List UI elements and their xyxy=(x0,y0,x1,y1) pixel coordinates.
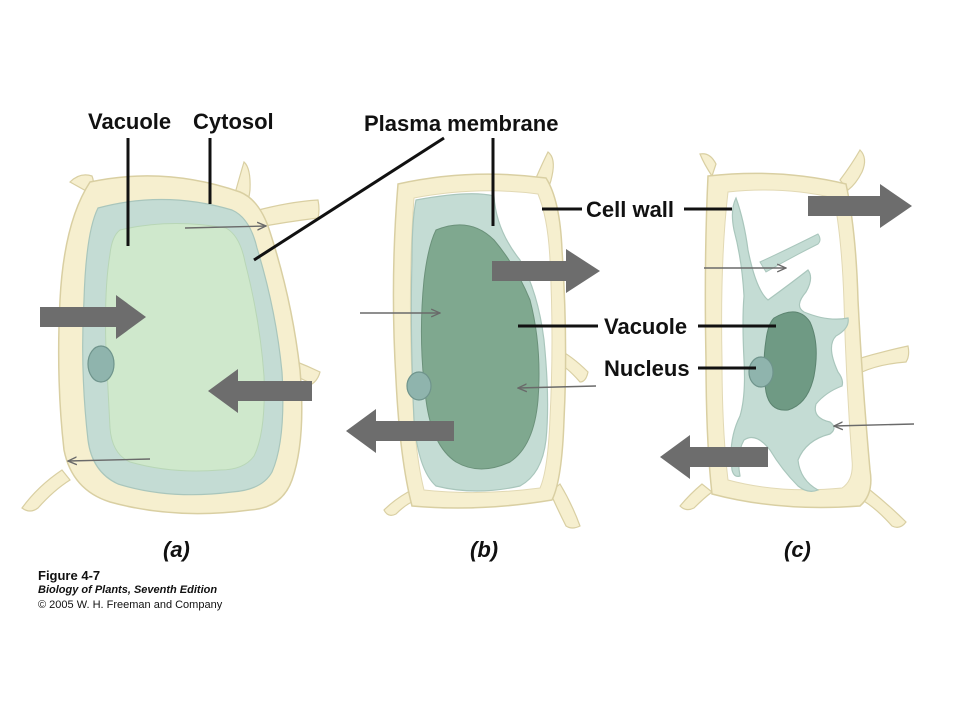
label-cell-wall: Cell wall xyxy=(586,197,674,222)
figure-copyright: © 2005 W. H. Freeman and Company xyxy=(38,599,223,611)
cell-wall-extension xyxy=(383,491,418,516)
thin-arrow-c-out xyxy=(834,424,915,426)
cell-wall-extension xyxy=(853,345,910,373)
label-plasma-membrane: Plasma membrane xyxy=(364,111,558,136)
cell-b xyxy=(346,151,600,529)
nucleus-b xyxy=(406,371,432,401)
water-arrow-out-b-left xyxy=(346,409,454,453)
thin-arrow-b-out xyxy=(518,386,597,388)
label-vacuole-c: Vacuole xyxy=(604,314,687,339)
cell-a xyxy=(21,160,321,515)
nucleus-c xyxy=(748,356,774,388)
thin-arrow-a-top xyxy=(184,226,266,228)
cell-wall-extension xyxy=(861,489,907,528)
water-arrow-in-a xyxy=(40,295,146,339)
leader-line-plasma-membrane-a xyxy=(253,136,445,262)
water-arrow-out-c-right xyxy=(808,184,912,228)
cell-wall-extension xyxy=(679,483,713,511)
panel-label-a: (a) xyxy=(163,537,190,562)
cell-wall-extension xyxy=(699,153,717,178)
water-arrow-out-a xyxy=(208,369,312,413)
label-vacuole: Vacuole xyxy=(88,109,171,134)
cell-wall-extension xyxy=(21,469,71,512)
panel-label-b: (b) xyxy=(470,537,498,562)
cell-wall-extension xyxy=(839,149,866,191)
figure-source-book: Biology of Plants, Seventh Edition xyxy=(38,584,218,596)
vacuole-c xyxy=(763,311,817,411)
cytoplasmic-strand xyxy=(759,233,821,273)
label-nucleus: Nucleus xyxy=(604,356,690,381)
thin-arrow-a-bottom xyxy=(68,459,151,461)
panel-label-c: (c) xyxy=(784,537,811,562)
vacuole-a xyxy=(105,222,265,472)
vacuole-b xyxy=(420,224,540,470)
nucleus-a xyxy=(87,345,115,383)
cell-c xyxy=(660,149,915,528)
cell-wall-extension xyxy=(549,483,581,529)
figure-number: Figure 4-7 xyxy=(38,568,101,583)
water-arrow-out-c-left xyxy=(660,435,768,479)
figure-caption: Figure 4-7 Biology of Plants, Seventh Ed… xyxy=(38,568,222,613)
label-cytosol: Cytosol xyxy=(193,109,274,134)
leader-lines xyxy=(126,136,776,370)
water-arrow-out-b-right xyxy=(492,249,600,293)
